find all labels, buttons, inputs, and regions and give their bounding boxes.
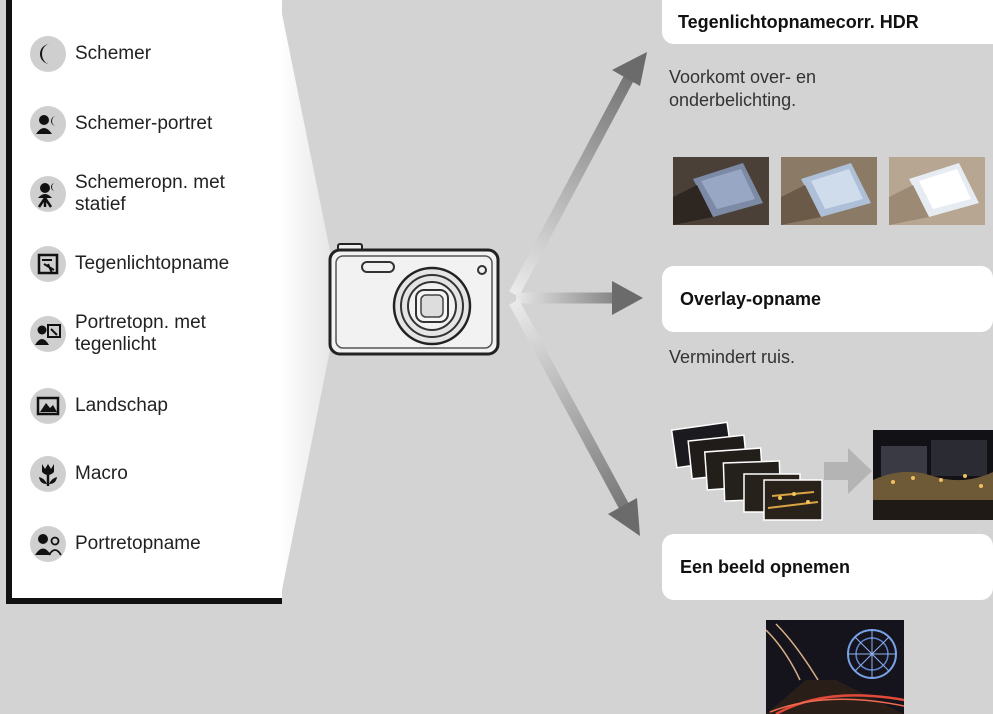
hdr-sample-dark-photo	[673, 157, 769, 225]
scene-label: Schemer-portret	[75, 113, 213, 134]
mode-title-hdr: Tegenlichtopnamecorr. HDR	[678, 11, 919, 32]
person-moon-icon	[30, 106, 66, 142]
scene-item-schemer: Schemer	[30, 36, 151, 72]
scene-item-portret-tegenlicht: Portretopn. met tegenlicht	[30, 312, 270, 356]
scene-item-schemer-portret: Schemer-portret	[30, 106, 212, 142]
moon-icon	[30, 36, 66, 72]
mode-box-single: Een beeld opnemen	[662, 534, 993, 600]
single-shot-night-photo	[766, 620, 904, 714]
arrow-to-hdr	[509, 52, 647, 297]
portrait-icon	[30, 526, 66, 562]
mode-box-overlay: Overlay-opname	[662, 266, 993, 332]
mode-desc-hdr: Voorkomt over- en onderbelichting.	[669, 67, 817, 110]
scene-list-panel: Schemer Schemer-portret Schemeropn. met …	[6, 0, 282, 604]
overlay-result-photo	[873, 430, 993, 520]
scene-label: Macro	[75, 463, 128, 484]
scene-label: Tegenlichtopname	[75, 253, 230, 274]
backlight-icon	[30, 246, 66, 282]
scene-label: Schemeropn. met statief	[75, 172, 225, 215]
overlay-burst-frames-photo	[670, 421, 823, 521]
person-tripod-moon-icon	[30, 176, 66, 212]
arrow-to-single	[509, 299, 640, 536]
backlight-portrait-icon	[30, 316, 66, 352]
camera-icon	[328, 243, 500, 356]
scene-label: Portretopn. met tegenlicht	[75, 312, 206, 355]
scene-item-tegenlichtopname: Tegenlichtopname	[30, 246, 229, 282]
hdr-sample-mid-photo	[781, 157, 877, 225]
scene-label: Portretopname	[75, 533, 201, 554]
tulip-icon	[30, 456, 66, 492]
scene-item-schemer-statief: Schemeropn. met statief	[30, 172, 270, 216]
scene-item-portretopname: Portretopname	[30, 526, 201, 562]
landscape-icon	[30, 388, 66, 424]
arrow-to-overlay	[516, 281, 643, 315]
overlay-merge-arrow	[824, 448, 872, 494]
mode-desc-overlay: Vermindert ruis.	[669, 347, 796, 367]
mode-title-overlay: Overlay-opname	[680, 288, 822, 309]
scene-item-landschap: Landschap	[30, 388, 168, 424]
scene-label: Schemer	[75, 43, 152, 64]
mode-box-hdr: Tegenlichtopnamecorr. HDR	[662, 0, 993, 44]
scene-item-macro: Macro	[30, 456, 128, 492]
mode-title-single: Een beeld opnemen	[680, 556, 851, 577]
scene-label: Landschap	[75, 395, 168, 416]
hdr-sample-bright-photo	[889, 157, 985, 225]
